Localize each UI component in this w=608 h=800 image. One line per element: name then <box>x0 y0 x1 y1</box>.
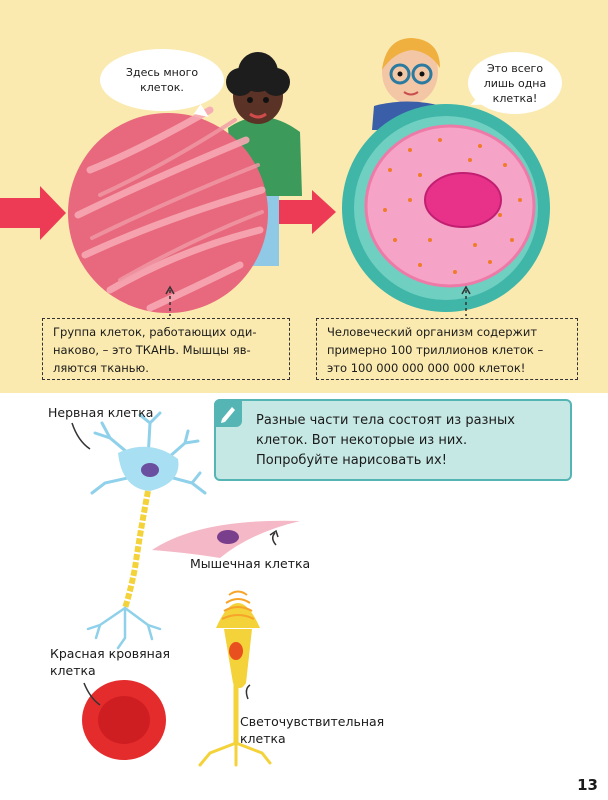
tissue-circle <box>68 106 268 313</box>
nerve-pointer <box>71 422 91 450</box>
cell-circle <box>342 104 550 312</box>
illustration-top <box>0 38 550 316</box>
nerve-cell-drawing <box>86 411 207 650</box>
label-muscle-cell: Мышечная клетка <box>190 556 311 571</box>
arrow-left <box>0 186 66 240</box>
label-photoreceptor-cell: Светочувствительная клетка <box>240 714 385 746</box>
photoreceptor-pointer <box>245 684 251 700</box>
muscle-cell-drawing <box>152 520 300 558</box>
blood-pointer <box>83 682 101 706</box>
label-nerve-cell: Нервная клетка <box>48 405 154 420</box>
muscle-pointer <box>272 532 277 546</box>
speech-bubble-left: Здесь много клеток. <box>100 49 224 111</box>
task-box: Разные части тела состоят из разных клет… <box>214 399 572 481</box>
label-red-blood-cell: Красная кровяная клетка <box>50 646 171 678</box>
red-blood-cell-drawing <box>82 680 166 760</box>
info-box-cell-count: Человеческий организм содержит примерно … <box>316 318 578 380</box>
illustration-bottom <box>71 411 300 767</box>
arrow-middle <box>266 190 336 234</box>
speech-bubble-right: Это всего лишь одна клетка! <box>468 52 562 114</box>
pencil-icon <box>214 399 242 427</box>
page-number: 13 <box>577 776 598 794</box>
photoreceptor-cell-drawing <box>198 590 272 767</box>
info-box-tissue: Группа клеток, работающих оди- наково, –… <box>42 318 290 380</box>
